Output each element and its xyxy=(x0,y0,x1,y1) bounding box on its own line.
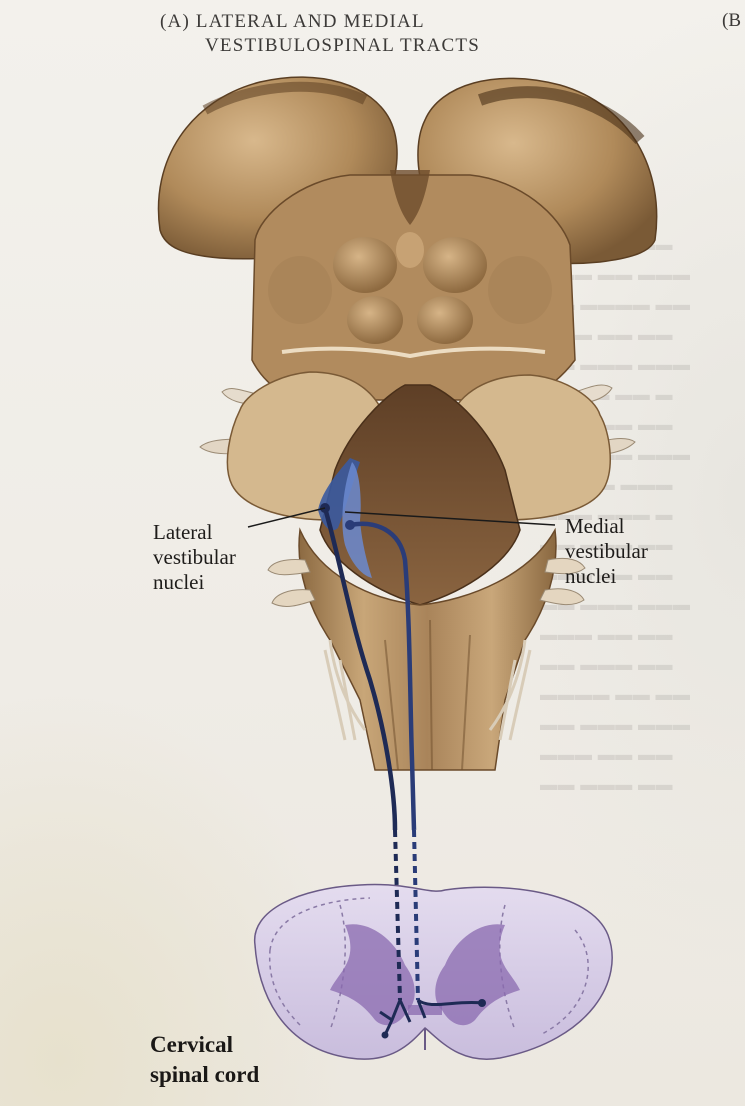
right-inferior-colliculus xyxy=(417,296,473,344)
lateral-vestibular-label: Lateral vestibular nuclei xyxy=(153,520,236,595)
left-medulla-nerve-1 xyxy=(268,559,310,574)
cervical-spinal-cord-label: Cervical spinal cord xyxy=(150,1030,259,1090)
medial-label-line1: Medial xyxy=(565,514,648,539)
cord-label-line1: Cervical xyxy=(150,1030,259,1060)
right-medulla-nerve-2 xyxy=(540,589,584,605)
left-inferior-colliculus xyxy=(347,296,403,344)
left-medulla-nerve-2 xyxy=(272,590,315,607)
spinal-cord-cross-section xyxy=(255,885,613,1060)
cord-label-line2: spinal cord xyxy=(150,1060,259,1090)
medial-vestibular-label: Medial vestibular nuclei xyxy=(565,514,648,589)
medial-label-line2: vestibular xyxy=(565,539,648,564)
lateral-label-line1: Lateral xyxy=(153,520,236,545)
left-superior-colliculus xyxy=(333,237,397,293)
medial-label-line3: nuclei xyxy=(565,564,648,589)
lateral-label-line3: nuclei xyxy=(153,570,236,595)
lateral-label-line2: vestibular xyxy=(153,545,236,570)
right-superior-colliculus xyxy=(423,237,487,293)
